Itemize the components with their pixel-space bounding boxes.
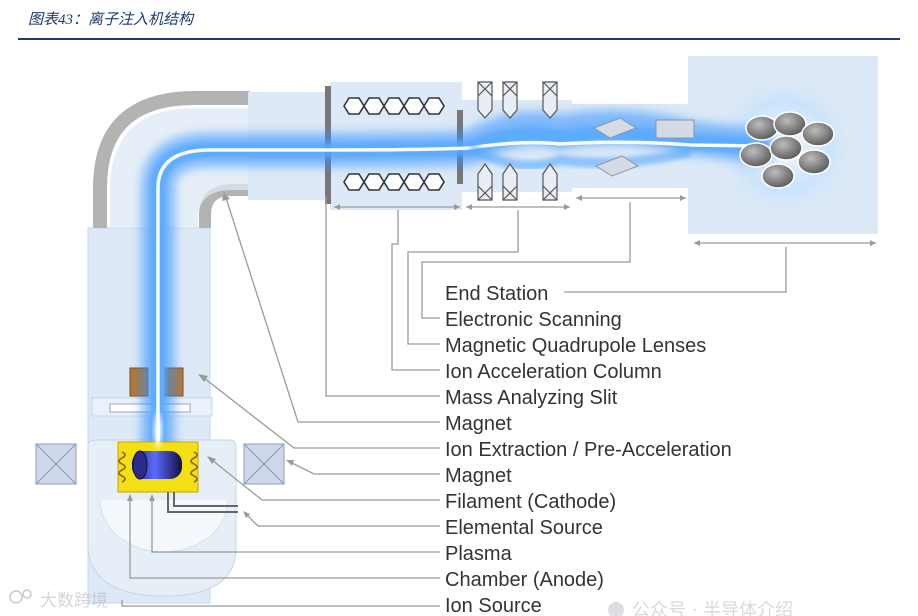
watermark-left-text: 大数跨境 <box>40 591 108 611</box>
source-magnet-left <box>35 443 77 485</box>
watermark-right-text: 公众号 · 半导体介绍 <box>632 600 793 616</box>
label-magnetic-quadrupole-lenses: Magnetic Quadrupole Lenses <box>445 335 706 357</box>
label-ion-source: Ion Source <box>445 595 542 616</box>
wafer-holder <box>739 111 835 189</box>
label-magnet-source: Magnet <box>445 465 512 487</box>
label-electronic-scanning: Electronic Scanning <box>445 309 622 331</box>
component-labels: End Station Electronic Scanning Magnetic… <box>445 283 732 616</box>
source-magnet-right <box>243 443 285 485</box>
label-ion-extraction: Ion Extraction / Pre-Acceleration <box>445 439 732 461</box>
acceleration-column-rings-bottom <box>343 173 445 191</box>
label-filament-cathode: Filament (Cathode) <box>445 491 616 513</box>
elemental-source-feed <box>167 492 238 513</box>
label-magnet-analyzing: Magnet <box>445 413 512 435</box>
caption-rule <box>18 38 900 40</box>
dimension-arrows <box>334 195 876 246</box>
acceleration-column-rings-top <box>343 97 445 115</box>
label-mass-analyzing-slit: Mass Analyzing Slit <box>445 387 618 409</box>
leader-lines <box>121 192 787 607</box>
label-end-station: End Station <box>445 283 548 305</box>
quadrupole-lens-elements <box>477 81 558 201</box>
watermark-left: 大数跨境 <box>9 589 108 611</box>
label-chamber-anode: Chamber (Anode) <box>445 569 604 591</box>
filament-cathode <box>117 410 199 493</box>
figure-caption: 图表43：离子注入机结构 <box>28 12 194 28</box>
label-elemental-source: Elemental Source <box>445 517 603 539</box>
label-plasma: Plasma <box>445 543 513 565</box>
watermark-right: 公众号 · 半导体介绍 <box>608 600 793 616</box>
scanning-plates <box>592 117 695 177</box>
label-ion-acceleration-column: Ion Acceleration Column <box>445 361 662 383</box>
